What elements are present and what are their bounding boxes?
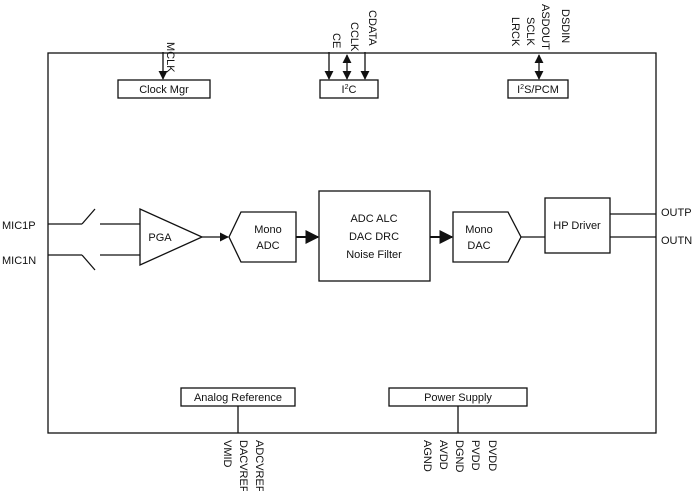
clock-mgr-label: Clock Mgr (139, 84, 189, 96)
pin-dsdin-label: DSDIN (559, 9, 571, 43)
pin-dgnd-label: DGND (453, 440, 465, 472)
pin-ce-label: CE (330, 33, 342, 48)
analog-reference-label: Analog Reference (194, 392, 282, 404)
pin-cdata-label: CDATA (366, 10, 378, 46)
pga-label: PGA (148, 232, 172, 244)
mono-dac-label-1: Mono (465, 224, 493, 236)
mic1n-switch (48, 254, 140, 271)
chip-outline (47, 52, 657, 434)
mono-adc-label-1: Mono (254, 224, 282, 236)
pin-dvdd-label: DVDD (486, 440, 498, 471)
power-supply-block: Power Supply (388, 387, 528, 407)
pin-mclk-label: MCLK (164, 42, 176, 73)
i2s-pcm-label: I2S/PCM (517, 84, 559, 96)
pin-asdout-label: ASDOUT (539, 4, 551, 50)
pin-vmid-label: VMID (221, 440, 233, 468)
pin-lrck-label: LRCK (509, 17, 521, 47)
pin-agnd-label: AGND (421, 440, 433, 472)
mono-adc-label-2: ADC (256, 240, 279, 252)
mono-dac-block: Mono DAC (452, 211, 522, 263)
pin-dacvref-label: DACVREF (237, 440, 249, 491)
pin-pvdd-label: PVDD (469, 440, 481, 471)
mono-adc-block: Mono ADC (228, 211, 297, 263)
mic1p-switch (48, 208, 140, 225)
i2s-pcm-block: I2S/PCM (507, 79, 569, 99)
hp-driver-block: HP Driver (544, 197, 611, 254)
mono-dac-label-2: DAC (467, 240, 490, 252)
pin-adcvref-label: ADCVREF (253, 440, 265, 491)
pin-mic1p-label: MIC1P (2, 220, 36, 232)
pin-outp-label: OUTP (661, 207, 692, 219)
dsp-block: ADC ALC DAC DRC Noise Filter (318, 190, 431, 282)
i2c-block: I2C (319, 79, 379, 99)
dsp-label-1: ADC ALC (350, 213, 397, 225)
pin-mic1n-label: MIC1N (2, 255, 36, 267)
hp-driver-label: HP Driver (553, 220, 601, 232)
pin-avdd-label: AVDD (437, 440, 449, 470)
pin-sclk-label: SCLK (524, 17, 536, 46)
pin-cclk-label: CCLK (348, 22, 360, 52)
clock-mgr-block: Clock Mgr (117, 79, 211, 99)
dsp-label-3: Noise Filter (346, 249, 402, 261)
pga-amplifier: PGA (139, 207, 204, 267)
dsp-label-2: DAC DRC (349, 231, 399, 243)
i2c-label: I2C (342, 84, 357, 96)
analog-reference-block: Analog Reference (180, 387, 296, 407)
power-supply-label: Power Supply (424, 392, 492, 404)
pin-outn-label: OUTN (661, 235, 692, 247)
